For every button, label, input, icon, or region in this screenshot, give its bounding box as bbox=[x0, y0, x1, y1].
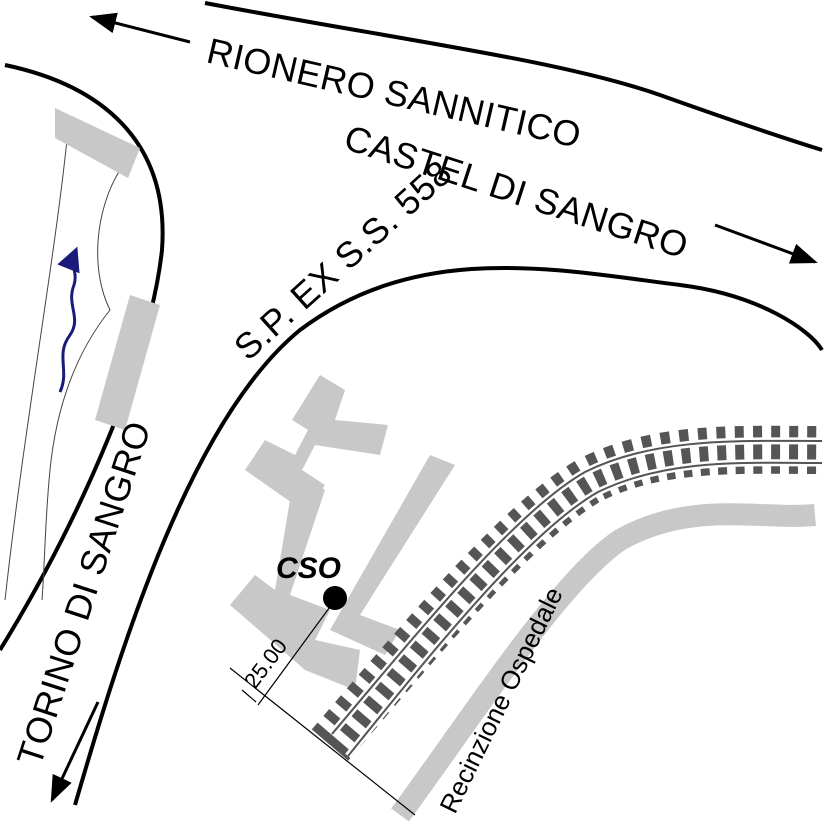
label-fence: Recinzione Ospedale bbox=[433, 582, 568, 817]
building-complex bbox=[230, 375, 455, 690]
railway bbox=[311, 425, 823, 761]
building-left-top bbox=[55, 108, 140, 178]
building-left-middle bbox=[95, 295, 160, 430]
arrow-to-rionero bbox=[89, 12, 191, 44]
arrow-to-castel bbox=[714, 223, 818, 264]
arrow-to-torino bbox=[50, 701, 100, 803]
road-edge-south-main bbox=[73, 265, 824, 806]
hospital-fence bbox=[391, 503, 816, 822]
road-edge-north bbox=[204, 1, 823, 152]
cso-marker-icon bbox=[323, 586, 347, 610]
river-arrow bbox=[57, 246, 80, 393]
thin-line-left-1 bbox=[4, 129, 69, 601]
thin-line-left-2 bbox=[41, 169, 121, 601]
dimension-lines bbox=[229, 599, 416, 816]
label-sp: S.P. EX S.S. 558 bbox=[226, 152, 460, 368]
road-edge-west bbox=[0, 63, 165, 652]
cso-label: CSO bbox=[276, 552, 341, 585]
